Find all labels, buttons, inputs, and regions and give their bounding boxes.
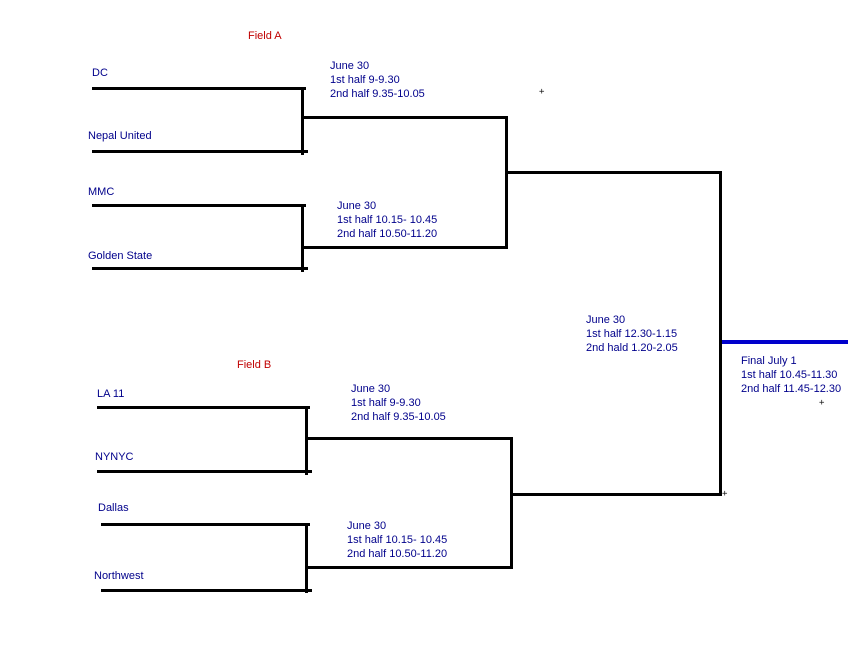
bracket-feed-b1 [308,437,512,440]
match-times-final: Final July 1 1st half 10.45-11.30 2nd ha… [741,354,841,396]
bracket-feed-a1 [303,116,508,119]
team-label-la-11: LA 11 [97,388,125,400]
bracket-connector-a1 [301,87,304,155]
match-times-semifinal: June 30 1st half 12.30-1.15 2nd hald 1.2… [586,313,678,355]
match-second-half: 2nd half 9.35-10.05 [330,88,425,100]
bracket-feed-a2 [303,246,508,249]
match-date: June 30 [351,383,391,395]
match-first-half: 1st half 12.30-1.15 [586,328,678,340]
bracket-winner-b-line [513,493,722,496]
team-label-nynyc: NYNYC [95,451,134,463]
match-times-field-b-match2: June 30 1st half 10.15- 10.45 2nd half 1… [347,519,447,561]
bracket-connector-semi-a [505,116,508,249]
field-b-label: Field B [237,359,272,371]
bracket-connector-semi-b [510,437,513,569]
bracket-connector-a2 [301,204,304,272]
match-times-field-a-match1: June 30 1st half 9-9.30 2nd half 9.35-10… [330,59,425,101]
match-times-field-b-match1: June 30 1st half 9-9.30 2nd half 9.35-10… [351,382,446,424]
bracket-connector-final [719,171,722,496]
match-second-half: 2nd half 10.50-11.20 [337,228,438,240]
match-first-half: 1st half 10.45-11.30 [741,369,838,381]
match-date: Final July 1 [741,355,797,367]
match-times-field-a-match2: June 30 1st half 10.15- 10.45 2nd half 1… [337,199,437,241]
bracket-line-dc [92,87,306,90]
team-label-northwest: Northwest [94,570,144,582]
match-date: June 30 [330,60,370,72]
cursor-cross-icon: + [722,489,728,499]
cursor-cross-icon: + [539,87,545,97]
match-second-half: 2nd half 11.45-12.30 [741,383,842,395]
bracket-line-nepal-united [92,150,308,153]
team-label-dc: DC [92,67,108,79]
team-label-golden-state: Golden State [88,250,153,262]
bracket-connector-b1 [305,406,308,475]
final-winner-line [722,340,848,344]
bracket-line-la-11 [97,406,310,409]
bracket-feed-b2 [308,566,512,569]
match-date: June 30 [586,314,626,326]
bracket-line-northwest [101,589,312,592]
bracket-winner-a-line [508,171,722,174]
match-date: June 30 [347,520,387,532]
bracket-connector-b2 [305,523,308,593]
field-a-label: Field A [248,30,282,42]
bracket-line-golden-state [92,267,308,270]
team-label-nepal-united: Nepal United [88,130,152,142]
match-first-half: 1st half 9-9.30 [351,397,421,409]
match-first-half: 1st half 9-9.30 [330,74,400,86]
match-first-half: 1st half 10.15- 10.45 [347,534,448,546]
team-label-mmc: MMC [88,186,115,198]
bracket-line-nynyc [97,470,312,473]
team-label-dallas: Dallas [98,502,129,514]
match-second-half: 2nd hald 1.20-2.05 [586,342,678,354]
match-second-half: 2nd half 9.35-10.05 [351,411,446,423]
match-first-half: 1st half 10.15- 10.45 [337,214,438,226]
bracket-line-dallas [101,523,310,526]
match-second-half: 2nd half 10.50-11.20 [347,548,448,560]
cursor-cross-icon: + [819,398,825,408]
bracket-line-mmc [92,204,306,207]
match-date: June 30 [337,200,377,212]
